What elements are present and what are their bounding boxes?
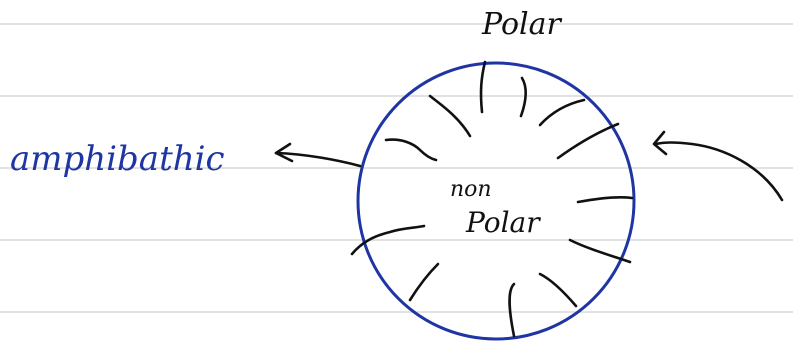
tail-stroke	[540, 100, 584, 125]
amphipathic-label: amphibathic	[10, 139, 225, 179]
tail-stroke	[578, 197, 632, 202]
tail-stroke	[386, 140, 436, 160]
right-arrow	[654, 132, 782, 200]
micelle-circle	[358, 63, 634, 339]
tail-stroke	[430, 96, 470, 136]
tail-stroke	[510, 284, 515, 336]
tail-stroke	[410, 264, 438, 300]
center-label-line1: non	[450, 177, 492, 202]
tail-stroke	[570, 240, 630, 262]
tail-stroke	[521, 78, 526, 116]
tail-stroke	[481, 62, 485, 112]
polar-head-label: Polar	[481, 7, 563, 42]
tail-stroke	[540, 274, 576, 306]
center-label-line2: Polar	[465, 206, 541, 239]
tail-stroke	[558, 124, 618, 158]
right-arrow-shaft	[656, 143, 782, 201]
left-arrow	[276, 144, 360, 166]
